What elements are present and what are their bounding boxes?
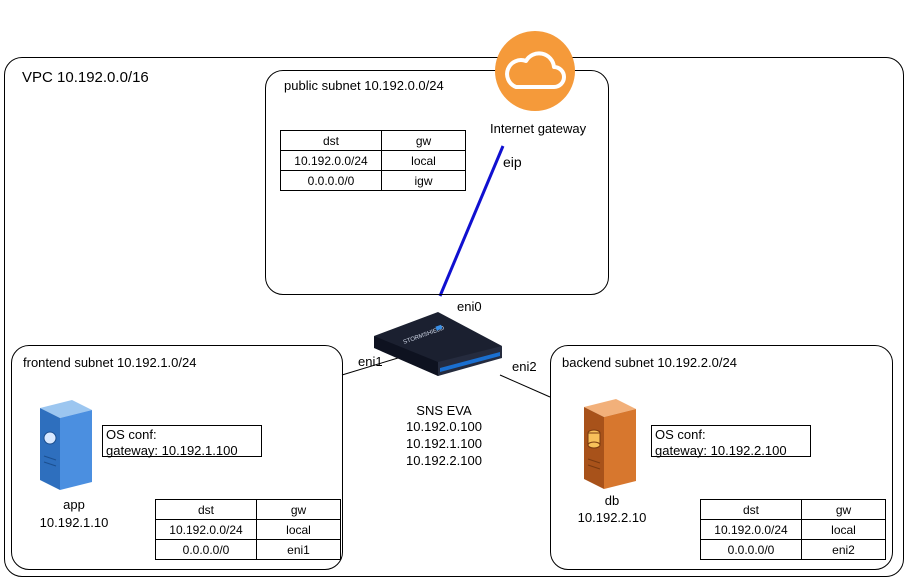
vpc-container — [4, 57, 904, 577]
db-server-ip: 10.192.2.10 — [577, 510, 647, 525]
app-os-conf: OS conf: gateway: 10.192.1.100 — [102, 425, 262, 458]
table-cell: local — [801, 519, 886, 540]
table-cell: local — [381, 150, 466, 171]
table-header: dst — [280, 130, 382, 151]
table-header: gw — [381, 130, 466, 151]
table-cell: 0.0.0.0/0 — [280, 170, 382, 191]
app-server-icon — [40, 400, 92, 490]
table-header: gw — [256, 499, 341, 520]
table-cell: 0.0.0.0/0 — [155, 539, 257, 560]
eni2-label: eni2 — [512, 359, 537, 374]
firewall-ip: 10.192.2.100 — [406, 453, 482, 468]
eip-link — [438, 145, 505, 297]
os-conf-title: OS conf: — [106, 427, 157, 442]
firewall-ip: 10.192.0.100 — [406, 419, 482, 434]
eip-label: eip — [503, 154, 522, 170]
frontend-subnet — [11, 345, 343, 570]
os-conf-gateway: gateway: 10.192.2.100 — [655, 443, 787, 458]
table-cell: 10.192.0.0/24 — [155, 519, 257, 540]
db-server-icon — [584, 399, 636, 489]
public-subnet-label: public subnet 10.192.0.0/24 — [284, 78, 444, 93]
table-header: gw — [801, 499, 886, 520]
vpc-label: VPC 10.192.0.0/16 — [22, 69, 149, 86]
table-cell: local — [256, 519, 341, 540]
internet-gateway-cloud-icon — [495, 31, 575, 111]
db-server-name: db — [604, 493, 620, 508]
firewall-name: SNS EVA — [416, 403, 472, 418]
frontend-subnet-label: frontend subnet 10.192.1.0/24 — [23, 355, 197, 370]
table-header: dst — [155, 499, 257, 520]
table-cell: 10.192.0.0/24 — [280, 150, 382, 171]
table-cell: 10.192.0.0/24 — [700, 519, 802, 540]
eni2-link — [499, 374, 551, 398]
backend-subnet — [550, 345, 893, 570]
eni1-label: eni1 — [358, 354, 383, 369]
db-os-conf: OS conf: gateway: 10.192.2.100 — [651, 425, 811, 458]
eni1-link — [341, 357, 399, 376]
firewall-ip: 10.192.1.100 — [406, 436, 482, 451]
firewall-appliance-icon: STORMSHIELD — [374, 312, 502, 376]
table-cell: 0.0.0.0/0 — [700, 539, 802, 560]
os-conf-gateway: gateway: 10.192.1.100 — [106, 443, 238, 458]
table-header: dst — [700, 499, 802, 520]
table-cell: eni1 — [256, 539, 341, 560]
table-cell: eni2 — [801, 539, 886, 560]
table-cell: igw — [381, 170, 466, 191]
os-conf-title: OS conf: — [655, 427, 706, 442]
internet-gateway-label: Internet gateway — [490, 121, 587, 136]
backend-subnet-label: backend subnet 10.192.2.0/24 — [562, 355, 737, 370]
app-server-ip: 10.192.1.10 — [39, 515, 109, 530]
public-subnet — [265, 70, 609, 295]
eni0-label: eni0 — [457, 299, 482, 314]
app-server-name: app — [63, 497, 85, 512]
